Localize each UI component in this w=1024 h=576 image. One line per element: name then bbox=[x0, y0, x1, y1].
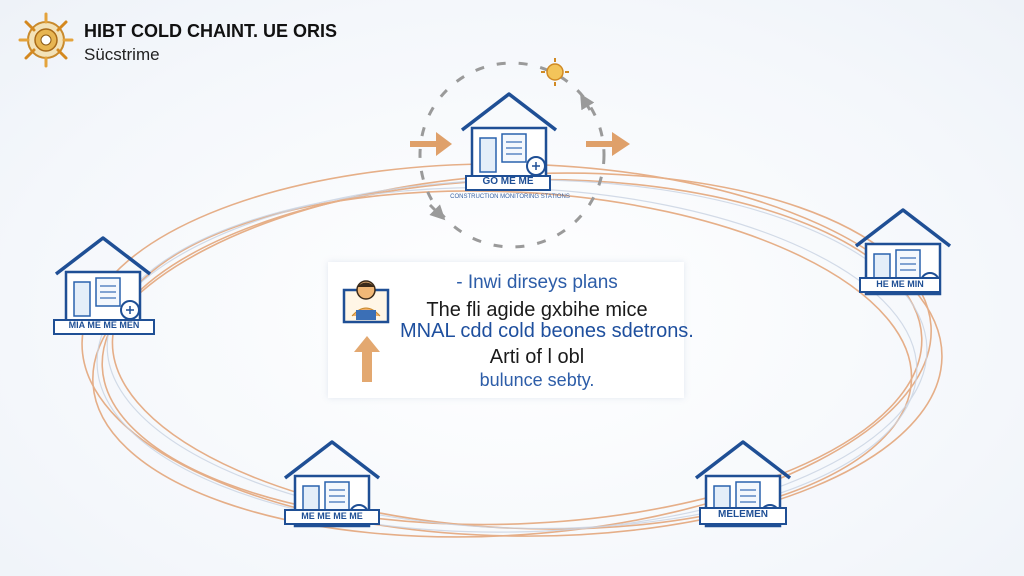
page-subtitle: Sücstrime bbox=[84, 45, 160, 64]
node-top bbox=[460, 92, 558, 191]
dashed-cycle bbox=[418, 61, 606, 249]
card-line-3: MNAL cdd cold beones sdetrons. bbox=[400, 320, 694, 342]
sun-icon bbox=[541, 58, 569, 86]
node-left-label: MIA ME ME MEN bbox=[68, 320, 140, 330]
card-line-1: - Inwi dirseys plans bbox=[456, 272, 618, 293]
card-line-5: bulunce sebty. bbox=[479, 370, 595, 390]
node-bottom-left bbox=[283, 440, 381, 528]
card-line-2: The fli agide gxbihe mice bbox=[426, 299, 648, 321]
node-bottom-right bbox=[694, 440, 792, 528]
flow-arrow-right bbox=[586, 132, 630, 156]
card-line-4: Arti of l obl bbox=[489, 346, 585, 368]
page-title: HIBT COLD CHAINT. UE ORIS bbox=[84, 21, 338, 41]
node-right-label: HE ME MIN bbox=[876, 279, 924, 289]
node-top-label: GO ME ME bbox=[482, 176, 534, 187]
center-info-card: - Inwi dirseys plans The fli agide gxbih… bbox=[328, 262, 694, 398]
node-bottom-left-label: ME ME ME ME bbox=[301, 511, 363, 521]
node-top-caption: CONSTRUCTION MONITORING STATIONS bbox=[450, 194, 570, 200]
flow-arrow-left bbox=[410, 132, 452, 156]
person-icon bbox=[342, 280, 390, 324]
node-bottom-right-label: MELEMEN bbox=[718, 509, 768, 520]
node-right bbox=[854, 208, 952, 296]
emblem-logo-icon bbox=[18, 12, 74, 68]
header: HIBT COLD CHAINT. UE ORIS Sücstrime bbox=[18, 12, 398, 70]
node-left bbox=[53, 236, 155, 335]
up-arrow-icon bbox=[354, 336, 380, 382]
